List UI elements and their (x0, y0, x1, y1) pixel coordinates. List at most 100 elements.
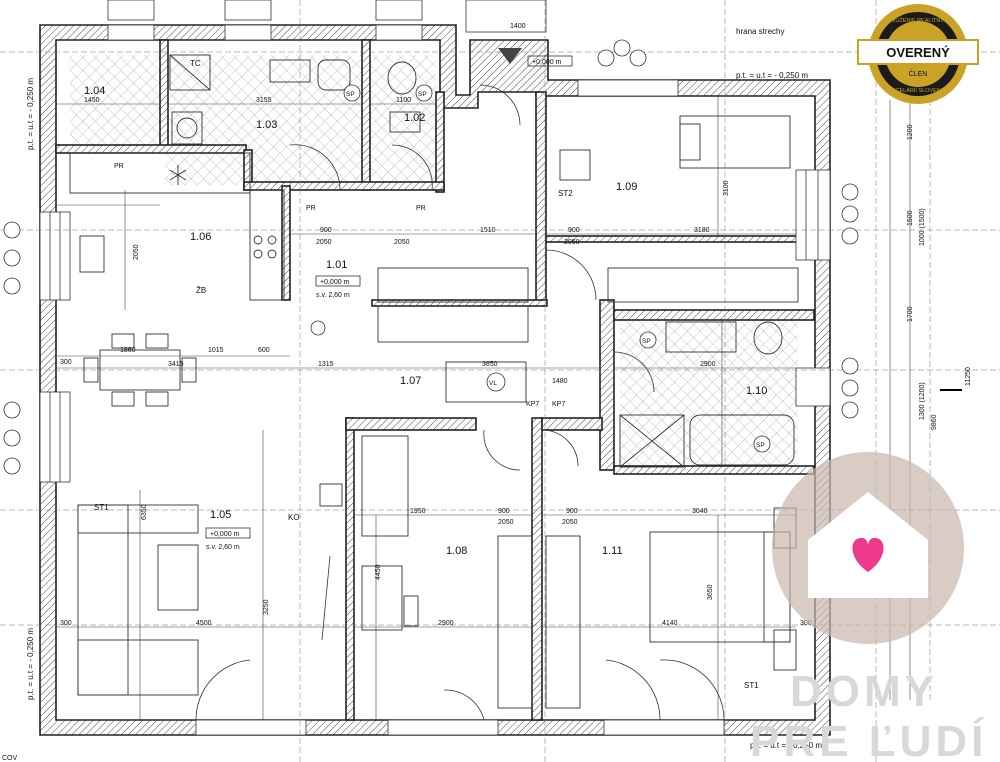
badge-bottom: KANCELÁRIÍ SLOVENSKA (884, 87, 952, 94)
tiled-areas (70, 55, 798, 468)
room-labels: 1.04 1.03 1.02 1.06 1.01 1.09 1.07 1.10 … (84, 85, 767, 557)
svg-text:6350: 6350 (141, 504, 148, 520)
svg-text:PR: PR (114, 163, 124, 170)
svg-text:2050: 2050 (133, 244, 140, 260)
svg-text:SP: SP (346, 91, 355, 98)
svg-text:SP: SP (642, 338, 651, 345)
svg-text:KP7: KP7 (526, 401, 539, 408)
top-window-stubs (107, 0, 547, 33)
svg-text:1100: 1100 (396, 97, 411, 104)
svg-text:900: 900 (566, 508, 578, 515)
room-1.02: 1.02 (404, 112, 425, 124)
room-1.04: 1.04 (84, 85, 105, 97)
svg-text:900: 900 (320, 227, 332, 234)
svg-text:DOMY: DOMY (790, 667, 938, 716)
svg-text:3415: 3415 (168, 361, 184, 368)
svg-text:2900: 2900 (438, 620, 454, 627)
windows (39, 24, 831, 736)
verified-badge: OVERENÝ ČLEN ZDRUŽENIE REALITNÝCH KANCEL… (857, 4, 979, 104)
svg-text:300: 300 (60, 620, 72, 627)
svg-text:1450: 1450 (84, 97, 100, 104)
room-1.08: 1.08 (446, 545, 467, 557)
svg-text:2050: 2050 (562, 519, 578, 526)
svg-text:SP: SP (418, 91, 427, 98)
svg-text:3250: 3250 (263, 599, 270, 615)
svg-text:TC: TC (190, 59, 201, 68)
svg-text:1400: 1400 (510, 23, 526, 30)
svg-text:2050: 2050 (394, 239, 410, 246)
svg-text:p.t. = u.t = - 0,250 m: p.t. = u.t = - 0,250 m (26, 78, 35, 150)
svg-text:ST2: ST2 (558, 189, 573, 198)
svg-text:1000 (1500): 1000 (1500) (919, 208, 926, 246)
svg-text:KP7: KP7 (552, 401, 565, 408)
svg-text:1200: 1200 (907, 124, 914, 140)
dimension-texts: 1450 3155 1100 1400 1860 3415 1015 600 1… (60, 23, 972, 627)
svg-text:KO: KO (288, 513, 300, 522)
svg-text:900: 900 (498, 508, 510, 515)
svg-text:2900: 2900 (700, 361, 716, 368)
svg-text:11250: 11250 (965, 367, 972, 386)
badge-main: OVERENÝ (886, 45, 950, 60)
svg-text:3650: 3650 (707, 584, 714, 600)
corner-label: COV (2, 755, 18, 762)
svg-text:SP: SP (756, 442, 765, 449)
svg-text:1860: 1860 (120, 347, 136, 354)
svg-text:+0,000 m: +0,000 m (320, 279, 350, 286)
door-swings (195, 84, 725, 721)
svg-text:ST1: ST1 (744, 681, 759, 690)
svg-text:p.t. = u.t = - 0,250 m: p.t. = u.t = - 0,250 m (750, 741, 822, 750)
svg-text:1510: 1510 (480, 227, 496, 234)
room-1.03: 1.03 (256, 119, 277, 131)
svg-text:3850: 3850 (482, 361, 498, 368)
svg-text:1950: 1950 (410, 508, 426, 515)
room-1.10: 1.10 (746, 385, 767, 397)
svg-text:PR: PR (416, 205, 426, 212)
svg-text:ST1: ST1 (94, 503, 109, 512)
svg-text:2050: 2050 (498, 519, 514, 526)
svg-text:ŽB: ŽB (196, 286, 206, 295)
svg-text:3040: 3040 (692, 508, 708, 515)
svg-text:9860: 9860 (931, 414, 938, 430)
svg-text:4500: 4500 (196, 620, 212, 627)
svg-text:VL: VL (489, 380, 497, 387)
svg-text:hrana strechy: hrana strechy (736, 27, 784, 36)
svg-text:3100: 3100 (723, 180, 730, 196)
interior-walls (55, 39, 817, 721)
room-1.09: 1.09 (616, 181, 637, 193)
svg-text:2050: 2050 (564, 239, 580, 246)
svg-text:600: 600 (258, 347, 270, 354)
svg-text:p.t. = u.t = - 0,250 m: p.t. = u.t = - 0,250 m (736, 71, 808, 80)
svg-text:+0,000 m: +0,000 m (210, 531, 240, 538)
svg-text:4450: 4450 (375, 564, 382, 580)
svg-text:p.t. = u.t = - 0,250 m: p.t. = u.t = - 0,250 m (26, 628, 35, 700)
svg-text:3180: 3180 (694, 227, 710, 234)
svg-text:1315: 1315 (318, 361, 334, 368)
svg-text:PR: PR (306, 205, 316, 212)
svg-text:s.v. 2,60 m: s.v. 2,60 m (206, 544, 240, 551)
svg-text:PRE ĽUDÍ: PRE ĽUDÍ (750, 716, 987, 762)
svg-text:1500: 1500 (907, 210, 914, 226)
level-annotations: +0,000 m s.v. 2,60 m +0,000 m s.v. 2,60 … (26, 27, 822, 750)
svg-text:+0,000 m: +0,000 m (532, 59, 562, 66)
badge-top: ZDRUŽENIE REALITNÝCH (884, 16, 952, 24)
badge-member: ČLEN (909, 69, 928, 78)
watermark: DOMY PRE ĽUDÍ (750, 667, 987, 762)
room-1.11: 1.11 (602, 545, 623, 557)
svg-text:1700: 1700 (907, 306, 914, 322)
svg-text:300: 300 (800, 620, 812, 627)
room-1.06: 1.06 (190, 231, 211, 243)
svg-text:1300 (1200): 1300 (1200) (919, 382, 926, 420)
svg-text:3155: 3155 (256, 97, 272, 104)
house-heart-logo (772, 452, 964, 644)
room-1.01: 1.01 (326, 259, 347, 271)
svg-text:1015: 1015 (208, 347, 224, 354)
svg-text:300: 300 (60, 359, 72, 366)
svg-text:900: 900 (568, 227, 580, 234)
svg-text:s.v. 2,60 m: s.v. 2,60 m (316, 292, 350, 299)
svg-text:1480: 1480 (552, 378, 568, 385)
room-1.05: 1.05 (210, 509, 231, 521)
tags: VL SP SP SP SP (3, 39, 859, 475)
svg-text:4140: 4140 (662, 620, 678, 627)
